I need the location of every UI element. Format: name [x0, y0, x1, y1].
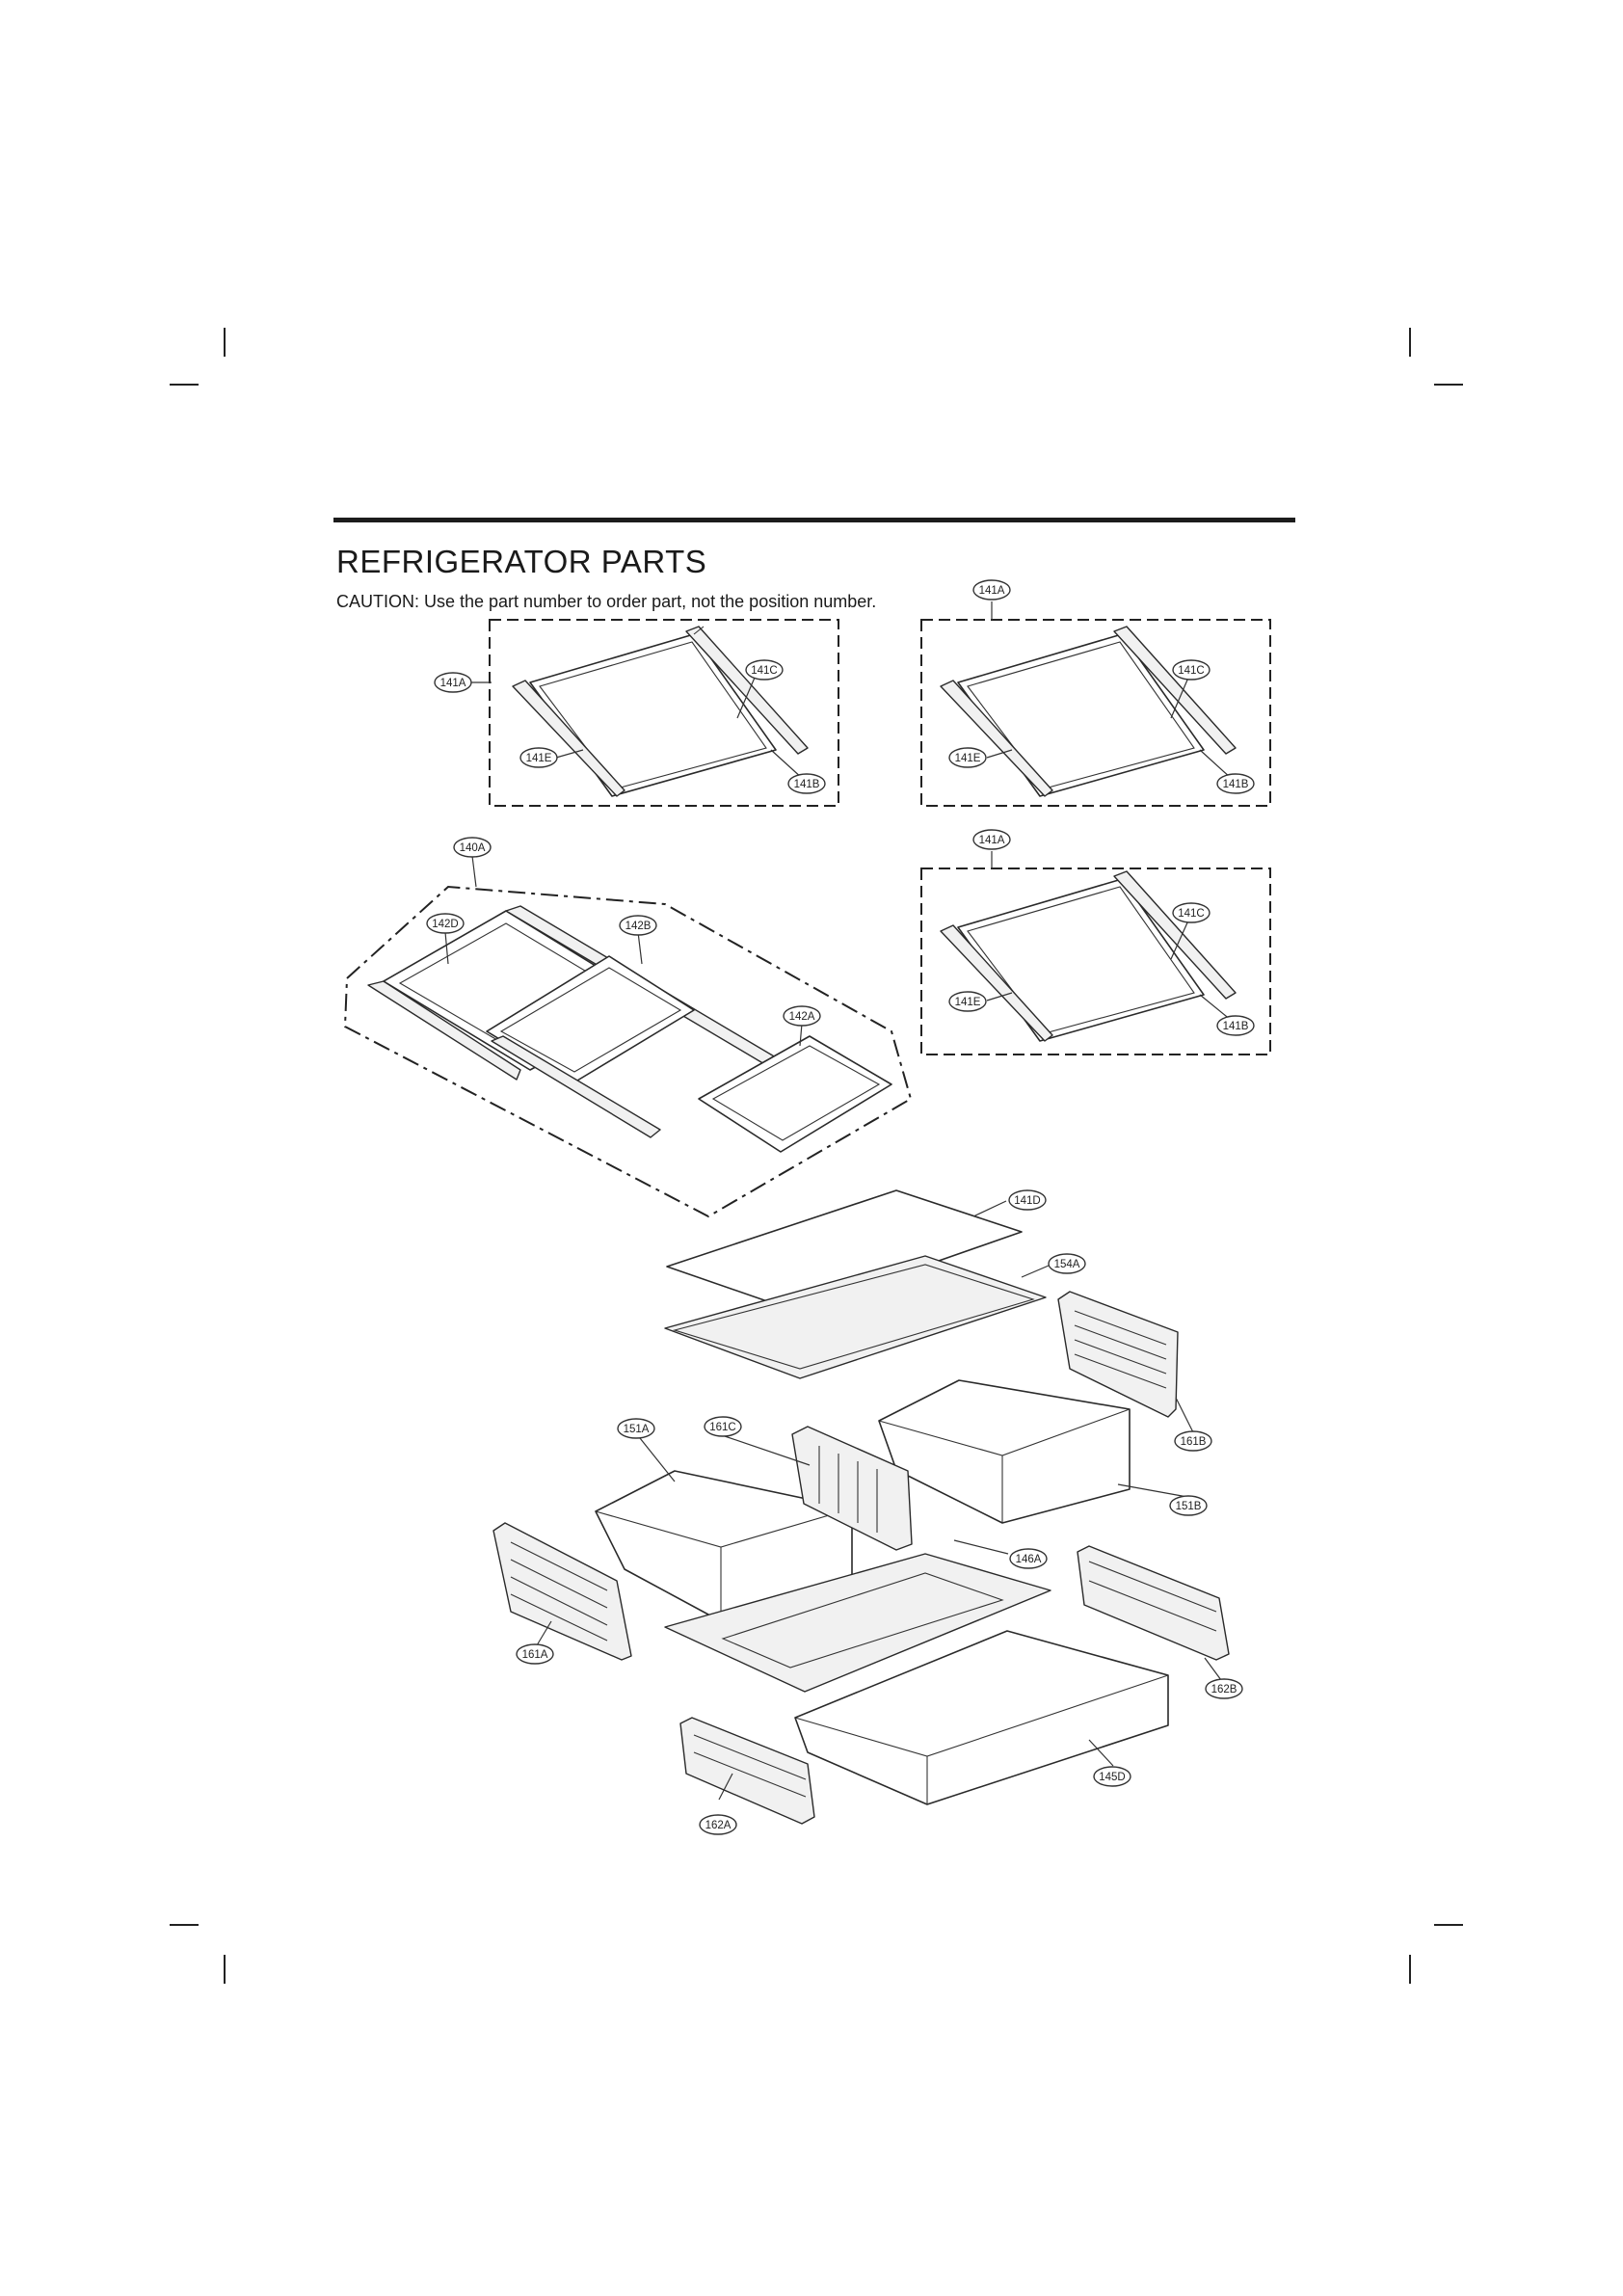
callout-162a-label: 162A — [705, 1820, 732, 1831]
callout-161c: 161C — [704, 1416, 742, 1437]
callout-141c-2-label: 141C — [1178, 665, 1205, 677]
callout-142d: 142D — [426, 913, 465, 934]
callout-141b-2-label: 141B — [1223, 779, 1249, 790]
callout-151b-label: 151B — [1176, 1501, 1202, 1512]
crisper-cover-154a — [664, 1255, 1047, 1379]
callout-161b: 161B — [1174, 1430, 1212, 1452]
callout-140a: 140A — [453, 837, 492, 858]
shelf-2-frame — [957, 633, 1205, 797]
callout-161c-label: 161C — [709, 1422, 736, 1433]
callout-141e-3-label: 141E — [955, 997, 981, 1008]
callout-154a: 154A — [1048, 1253, 1086, 1274]
shelf-assembly-2-boundary — [920, 619, 1271, 807]
callout-141a-3-label: 141A — [979, 835, 1005, 846]
callout-161a-label: 161A — [522, 1649, 548, 1661]
callout-141b-3: 141B — [1216, 1015, 1255, 1036]
callout-142b-label: 142B — [625, 921, 652, 932]
callout-141b-2: 141B — [1216, 773, 1255, 794]
callout-141e-2: 141E — [948, 747, 987, 768]
callout-141e-2-label: 141E — [955, 753, 981, 764]
callout-141a-2: 141A — [972, 579, 1011, 601]
callout-142b: 142B — [619, 915, 657, 936]
callout-142d-label: 142D — [432, 919, 459, 930]
callout-141c-3-label: 141C — [1178, 908, 1205, 920]
crop-mark-bottom-left-h — [170, 1924, 199, 1926]
crisper-section — [492, 1189, 1230, 1825]
callout-161a: 161A — [516, 1643, 554, 1665]
callout-141b-1: 141B — [787, 773, 826, 794]
callout-151a-label: 151A — [624, 1424, 650, 1435]
callout-151a: 151A — [617, 1418, 655, 1439]
shelf-3-frame — [957, 878, 1205, 1042]
crisper-divider-161a — [492, 1522, 632, 1661]
folding-shelf-lower-rail — [491, 1035, 661, 1138]
crisper-rail-162b — [1077, 1545, 1230, 1661]
crop-mark-bottom-right-v — [1409, 1955, 1411, 1984]
crop-mark-top-right-v — [1409, 328, 1411, 357]
callout-145d-label: 145D — [1099, 1772, 1126, 1783]
crisper-glass-141d — [666, 1189, 1023, 1312]
crisper-drawer-151b — [878, 1379, 1131, 1524]
callout-141a-2-label: 141A — [979, 585, 1005, 597]
crisper-divider-161c — [791, 1426, 913, 1551]
crisper-bottom-tray-146a — [664, 1553, 1051, 1693]
shelf-1-right-rail — [685, 626, 809, 755]
caution-note: CAUTION: Use the part number to order pa… — [336, 592, 877, 611]
folding-shelf-boundary — [343, 885, 913, 1218]
callout-141c-1-label: 141C — [751, 665, 778, 677]
callout-141d: 141D — [1008, 1189, 1047, 1211]
callout-142a: 142A — [783, 1005, 821, 1027]
callout-146a: 146A — [1009, 1548, 1048, 1569]
crop-mark-top-left-h — [170, 384, 199, 386]
callout-141a-1: 141A — [434, 672, 472, 693]
shelf-assembly-3 — [920, 868, 1271, 1055]
callout-141c-1: 141C — [745, 659, 784, 681]
crop-mark-bottom-left-v — [224, 1955, 226, 1984]
shelf-3-left-rail — [940, 924, 1053, 1042]
page-title: REFRIGERATOR PARTS — [336, 544, 707, 579]
shelf-2-left-rail — [940, 680, 1053, 797]
callout-162b-label: 162B — [1211, 1684, 1237, 1695]
callout-151b: 151B — [1169, 1495, 1208, 1516]
shelf-assembly-2 — [920, 619, 1271, 807]
callout-161b-label: 161B — [1181, 1436, 1207, 1448]
crop-mark-top-left-v — [224, 328, 226, 357]
shelf-assembly-3-boundary — [920, 868, 1271, 1055]
shelf-2-right-rail — [1113, 626, 1237, 755]
callout-141e-1: 141E — [519, 747, 558, 768]
callout-162b: 162B — [1205, 1678, 1243, 1699]
callout-142a-label: 142A — [789, 1011, 815, 1023]
callout-146a-label: 146A — [1016, 1554, 1042, 1565]
callout-141c-2: 141C — [1172, 659, 1211, 681]
callout-141a-1-label: 141A — [440, 678, 466, 689]
callout-141c-3: 141C — [1172, 902, 1211, 923]
callout-141d-label: 141D — [1014, 1195, 1041, 1207]
callout-162a: 162A — [699, 1814, 737, 1835]
crisper-divider-161b — [1057, 1291, 1179, 1418]
callout-140a-label: 140A — [460, 842, 486, 854]
callout-145d: 145D — [1093, 1766, 1131, 1787]
folding-shelf-assembly — [343, 885, 913, 1218]
title-rule — [333, 518, 1295, 522]
leader-lines — [444, 601, 1233, 1801]
pantry-drawer-145d — [794, 1630, 1169, 1805]
crisper-rail-162a — [679, 1717, 815, 1825]
shelf-assembly-1-boundary — [489, 619, 839, 807]
folding-shelf-left-rail — [367, 980, 521, 1081]
shelf-1-left-rail — [512, 680, 625, 797]
crop-mark-bottom-right-h — [1434, 1924, 1463, 1926]
callout-141e-3: 141E — [948, 991, 987, 1012]
shelf-3-right-rail — [1113, 870, 1237, 1000]
shelf-assembly-1 — [489, 619, 839, 807]
callout-154a-label: 154A — [1054, 1259, 1080, 1270]
callout-141b-3-label: 141B — [1223, 1021, 1249, 1032]
callout-141a-3: 141A — [972, 829, 1011, 850]
callout-141b-1-label: 141B — [794, 779, 820, 790]
callout-141e-1-label: 141E — [526, 753, 552, 764]
crop-mark-top-right-h — [1434, 384, 1463, 386]
